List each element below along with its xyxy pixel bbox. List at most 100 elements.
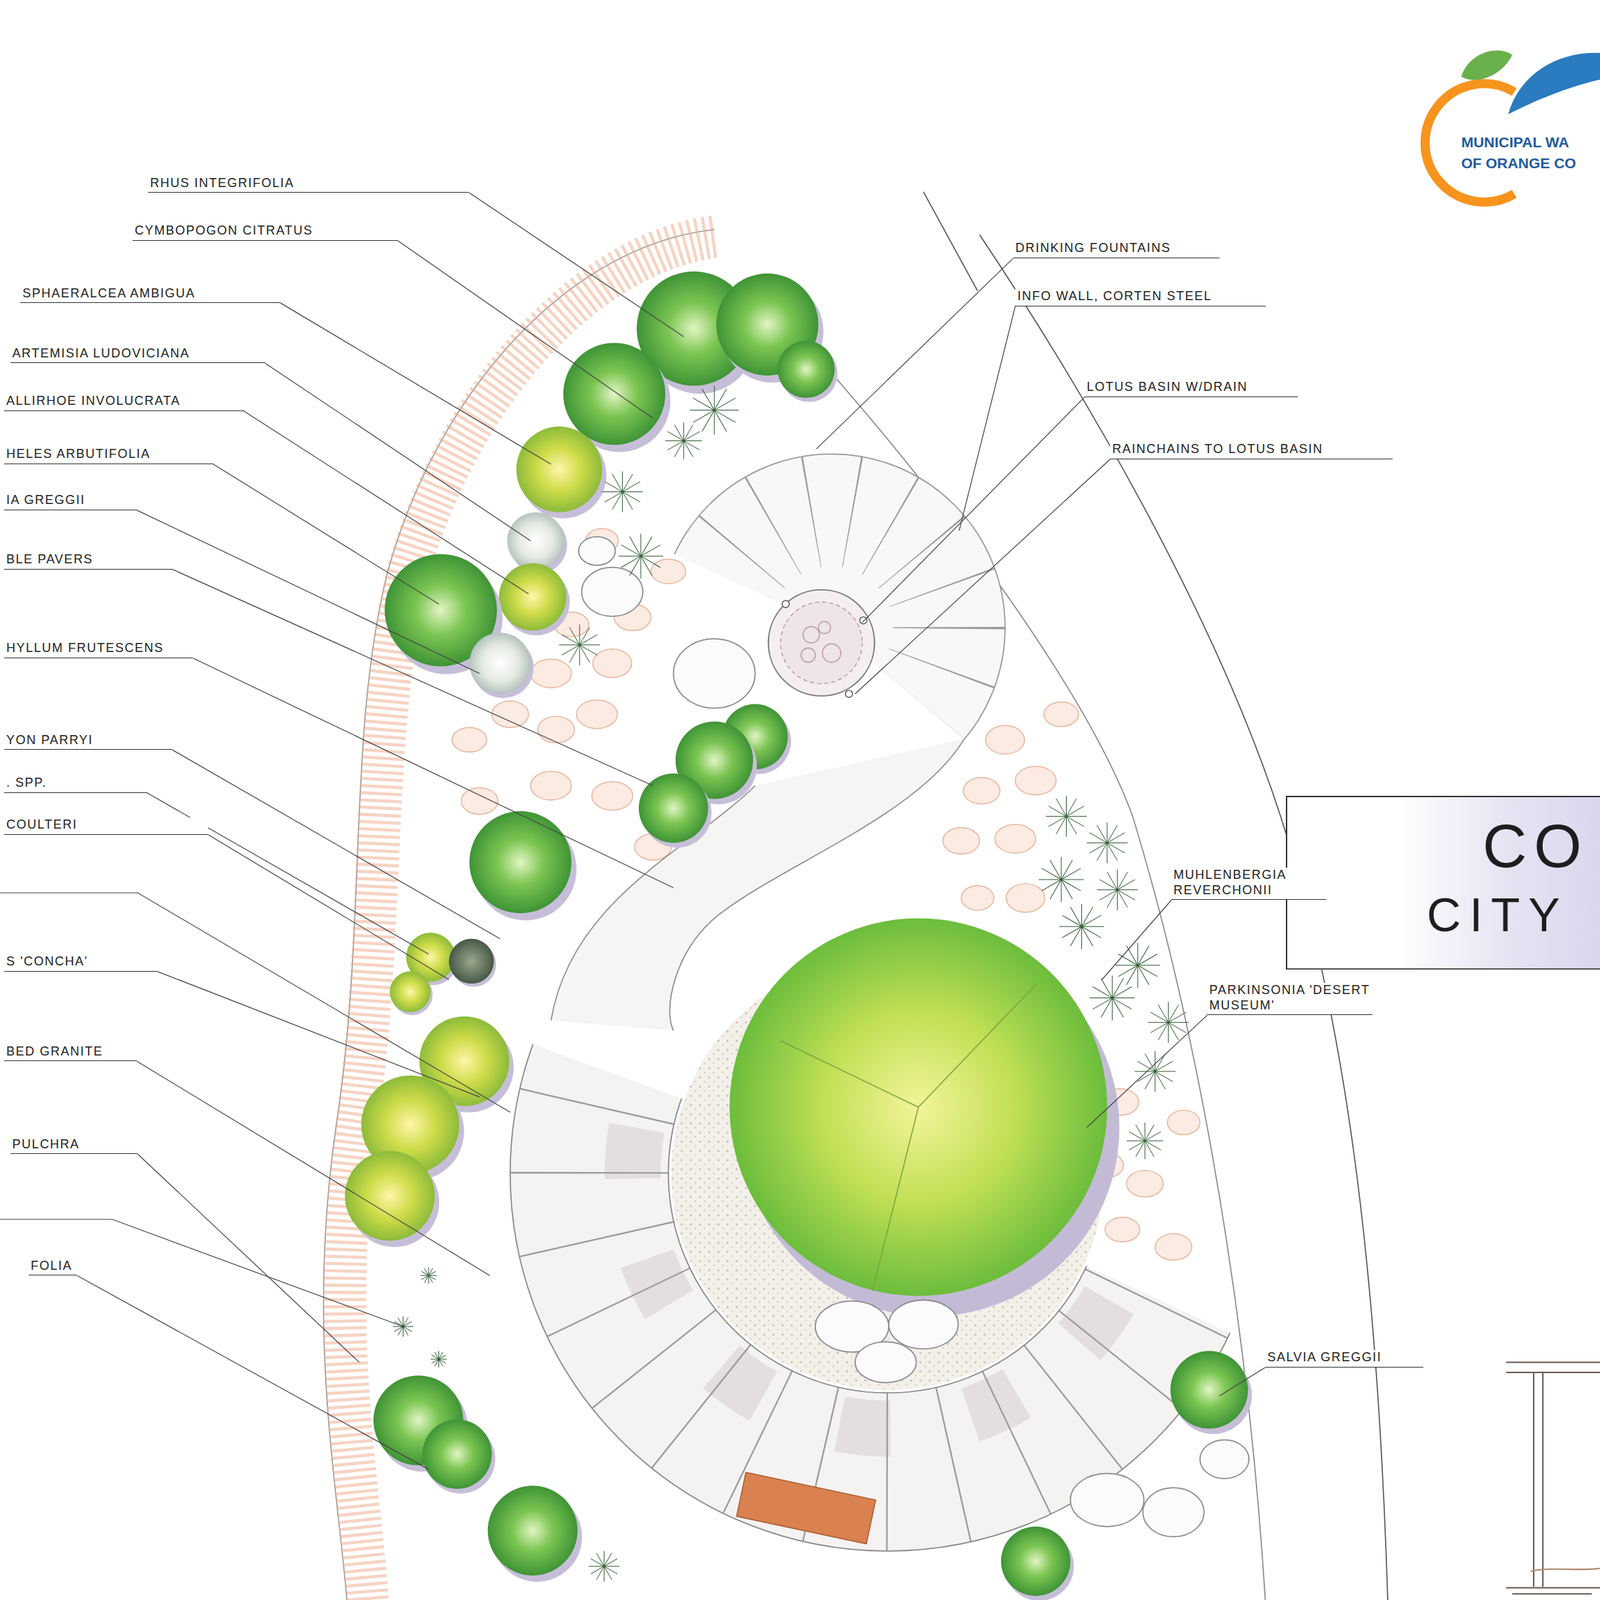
plant-callout: CYMBOPOGON CITRATUS bbox=[132, 223, 398, 241]
drawing-part bbox=[802, 626, 819, 643]
drawing-part bbox=[632, 918, 1143, 1429]
drawing-part bbox=[499, 563, 570, 636]
drawing-part bbox=[1058, 904, 1104, 949]
drawing-part bbox=[1005, 883, 1046, 913]
drawing-part bbox=[469, 632, 534, 699]
drawing-part bbox=[1200, 1440, 1249, 1480]
drawing-part bbox=[530, 658, 572, 688]
leader-line bbox=[280, 302, 551, 465]
drawing-part bbox=[601, 471, 643, 512]
drawing-part bbox=[1126, 1170, 1164, 1198]
plant-callout: PARKINSONIA 'DESERT MUSEUM' bbox=[1206, 982, 1373, 1016]
drawing-part bbox=[1167, 1109, 1200, 1135]
logo-text: MUNICIPAL WA bbox=[1461, 134, 1569, 151]
drawing-part bbox=[510, 795, 1266, 1552]
pergola-sketch bbox=[1506, 1361, 1600, 1594]
drawing-part bbox=[344, 1151, 440, 1248]
drawing-part bbox=[588, 1551, 620, 1582]
plant-callout: HELES ARBUTIFOLIA bbox=[4, 446, 214, 465]
leader-line bbox=[0, 892, 511, 1327]
parkinsonia-tree bbox=[729, 918, 1120, 1317]
drawing-part bbox=[1506, 1361, 1600, 1373]
drawing-part bbox=[963, 777, 1001, 805]
plant-callout: PULCHRA bbox=[10, 1137, 139, 1155]
plant-callout: YON PARRYI bbox=[4, 732, 173, 751]
plant-callout: . SPP. bbox=[4, 775, 148, 794]
drawing-part bbox=[1461, 50, 1513, 80]
plant-callout: LOTUS BASIN W/DRAIN bbox=[1084, 379, 1299, 398]
drawing-part bbox=[1015, 766, 1056, 796]
drawing-part bbox=[777, 340, 838, 403]
bench-ring bbox=[510, 795, 1266, 1552]
drawing-part bbox=[1043, 702, 1079, 727]
drawing-part bbox=[781, 600, 789, 608]
drawing-part bbox=[780, 984, 1036, 1292]
plant-callout: ALLIRHOE INVOLUCRATA bbox=[4, 393, 245, 412]
grasses bbox=[393, 386, 1189, 1582]
plant-callout: SPHAERALCEA AMBIGUA bbox=[20, 286, 281, 304]
drawing-part bbox=[729, 918, 1108, 1297]
leader-line bbox=[1219, 1367, 1266, 1397]
leader-line bbox=[862, 397, 1085, 623]
drawing-part bbox=[578, 536, 616, 566]
drawing-part bbox=[994, 824, 1036, 854]
logo-text: OF ORANGE CO bbox=[1461, 154, 1577, 172]
drawing-part bbox=[985, 725, 1025, 754]
drawing-part bbox=[689, 386, 739, 435]
drawing-part bbox=[1038, 857, 1084, 902]
plant-callout: INFO WALL, CORTEN STEEL bbox=[1015, 289, 1265, 307]
drawing-part bbox=[581, 567, 643, 617]
drawing-part bbox=[1086, 822, 1128, 863]
drawing-part bbox=[665, 422, 703, 460]
site-lines bbox=[323, 191, 1388, 1600]
drawing-part bbox=[1070, 1473, 1144, 1527]
drawing-part bbox=[651, 559, 687, 584]
plant-callout: RAINCHAINS TO LOTUS BASIN bbox=[1109, 441, 1393, 460]
leader-line bbox=[1086, 1015, 1207, 1128]
drawing-part bbox=[845, 690, 853, 698]
drawing-part bbox=[1105, 1217, 1140, 1242]
drawing-part bbox=[888, 1299, 958, 1349]
plant-callout: SALVIA GREGGII bbox=[1265, 1350, 1425, 1368]
drawing-part bbox=[1507, 53, 1600, 115]
drawing-part bbox=[0, 1219, 403, 1327]
leader-line bbox=[397, 240, 653, 419]
drawing-part bbox=[1126, 1122, 1164, 1160]
plant-callout: BED GRANITE bbox=[4, 1044, 137, 1062]
drawing-part bbox=[618, 533, 664, 579]
drawing-part bbox=[1089, 975, 1135, 1020]
rainchains bbox=[781, 600, 867, 698]
leader-line bbox=[172, 569, 653, 787]
leader-line bbox=[192, 658, 673, 888]
leader-line bbox=[213, 464, 440, 604]
drawing-part bbox=[530, 771, 572, 800]
plant-callout: ARTEMISIA LUDOVICIANA bbox=[10, 346, 266, 364]
logo bbox=[1424, 50, 1600, 202]
drawing-part bbox=[420, 1267, 437, 1284]
drawing-part bbox=[589, 875, 1187, 1472]
drawing-part bbox=[487, 1485, 583, 1582]
drawing-part bbox=[855, 1341, 917, 1383]
drawing-part bbox=[1147, 1001, 1189, 1043]
leader-line bbox=[244, 411, 530, 595]
drawing-part bbox=[822, 643, 841, 662]
drawing-part bbox=[1155, 1233, 1193, 1261]
drawing-part bbox=[592, 649, 632, 678]
plant-callout: HYLLUM FRUTESCENS bbox=[4, 640, 193, 659]
leader-line bbox=[137, 1153, 359, 1362]
drawing-part bbox=[943, 827, 981, 854]
plant-callout: IA GREGGII bbox=[4, 492, 137, 511]
drawing-part bbox=[1170, 1350, 1253, 1434]
title-box: COCITY bbox=[1285, 795, 1600, 969]
leader-line bbox=[1102, 899, 1172, 980]
drawing-part bbox=[860, 617, 868, 625]
leader-line bbox=[136, 1061, 491, 1276]
drawing-part bbox=[961, 885, 995, 911]
drawing-part bbox=[559, 624, 600, 666]
drawing-part bbox=[591, 781, 633, 811]
leader-line bbox=[172, 749, 500, 939]
drawing-part bbox=[818, 621, 831, 634]
drawing-part bbox=[1533, 1372, 1543, 1587]
leader-line bbox=[816, 258, 1013, 449]
